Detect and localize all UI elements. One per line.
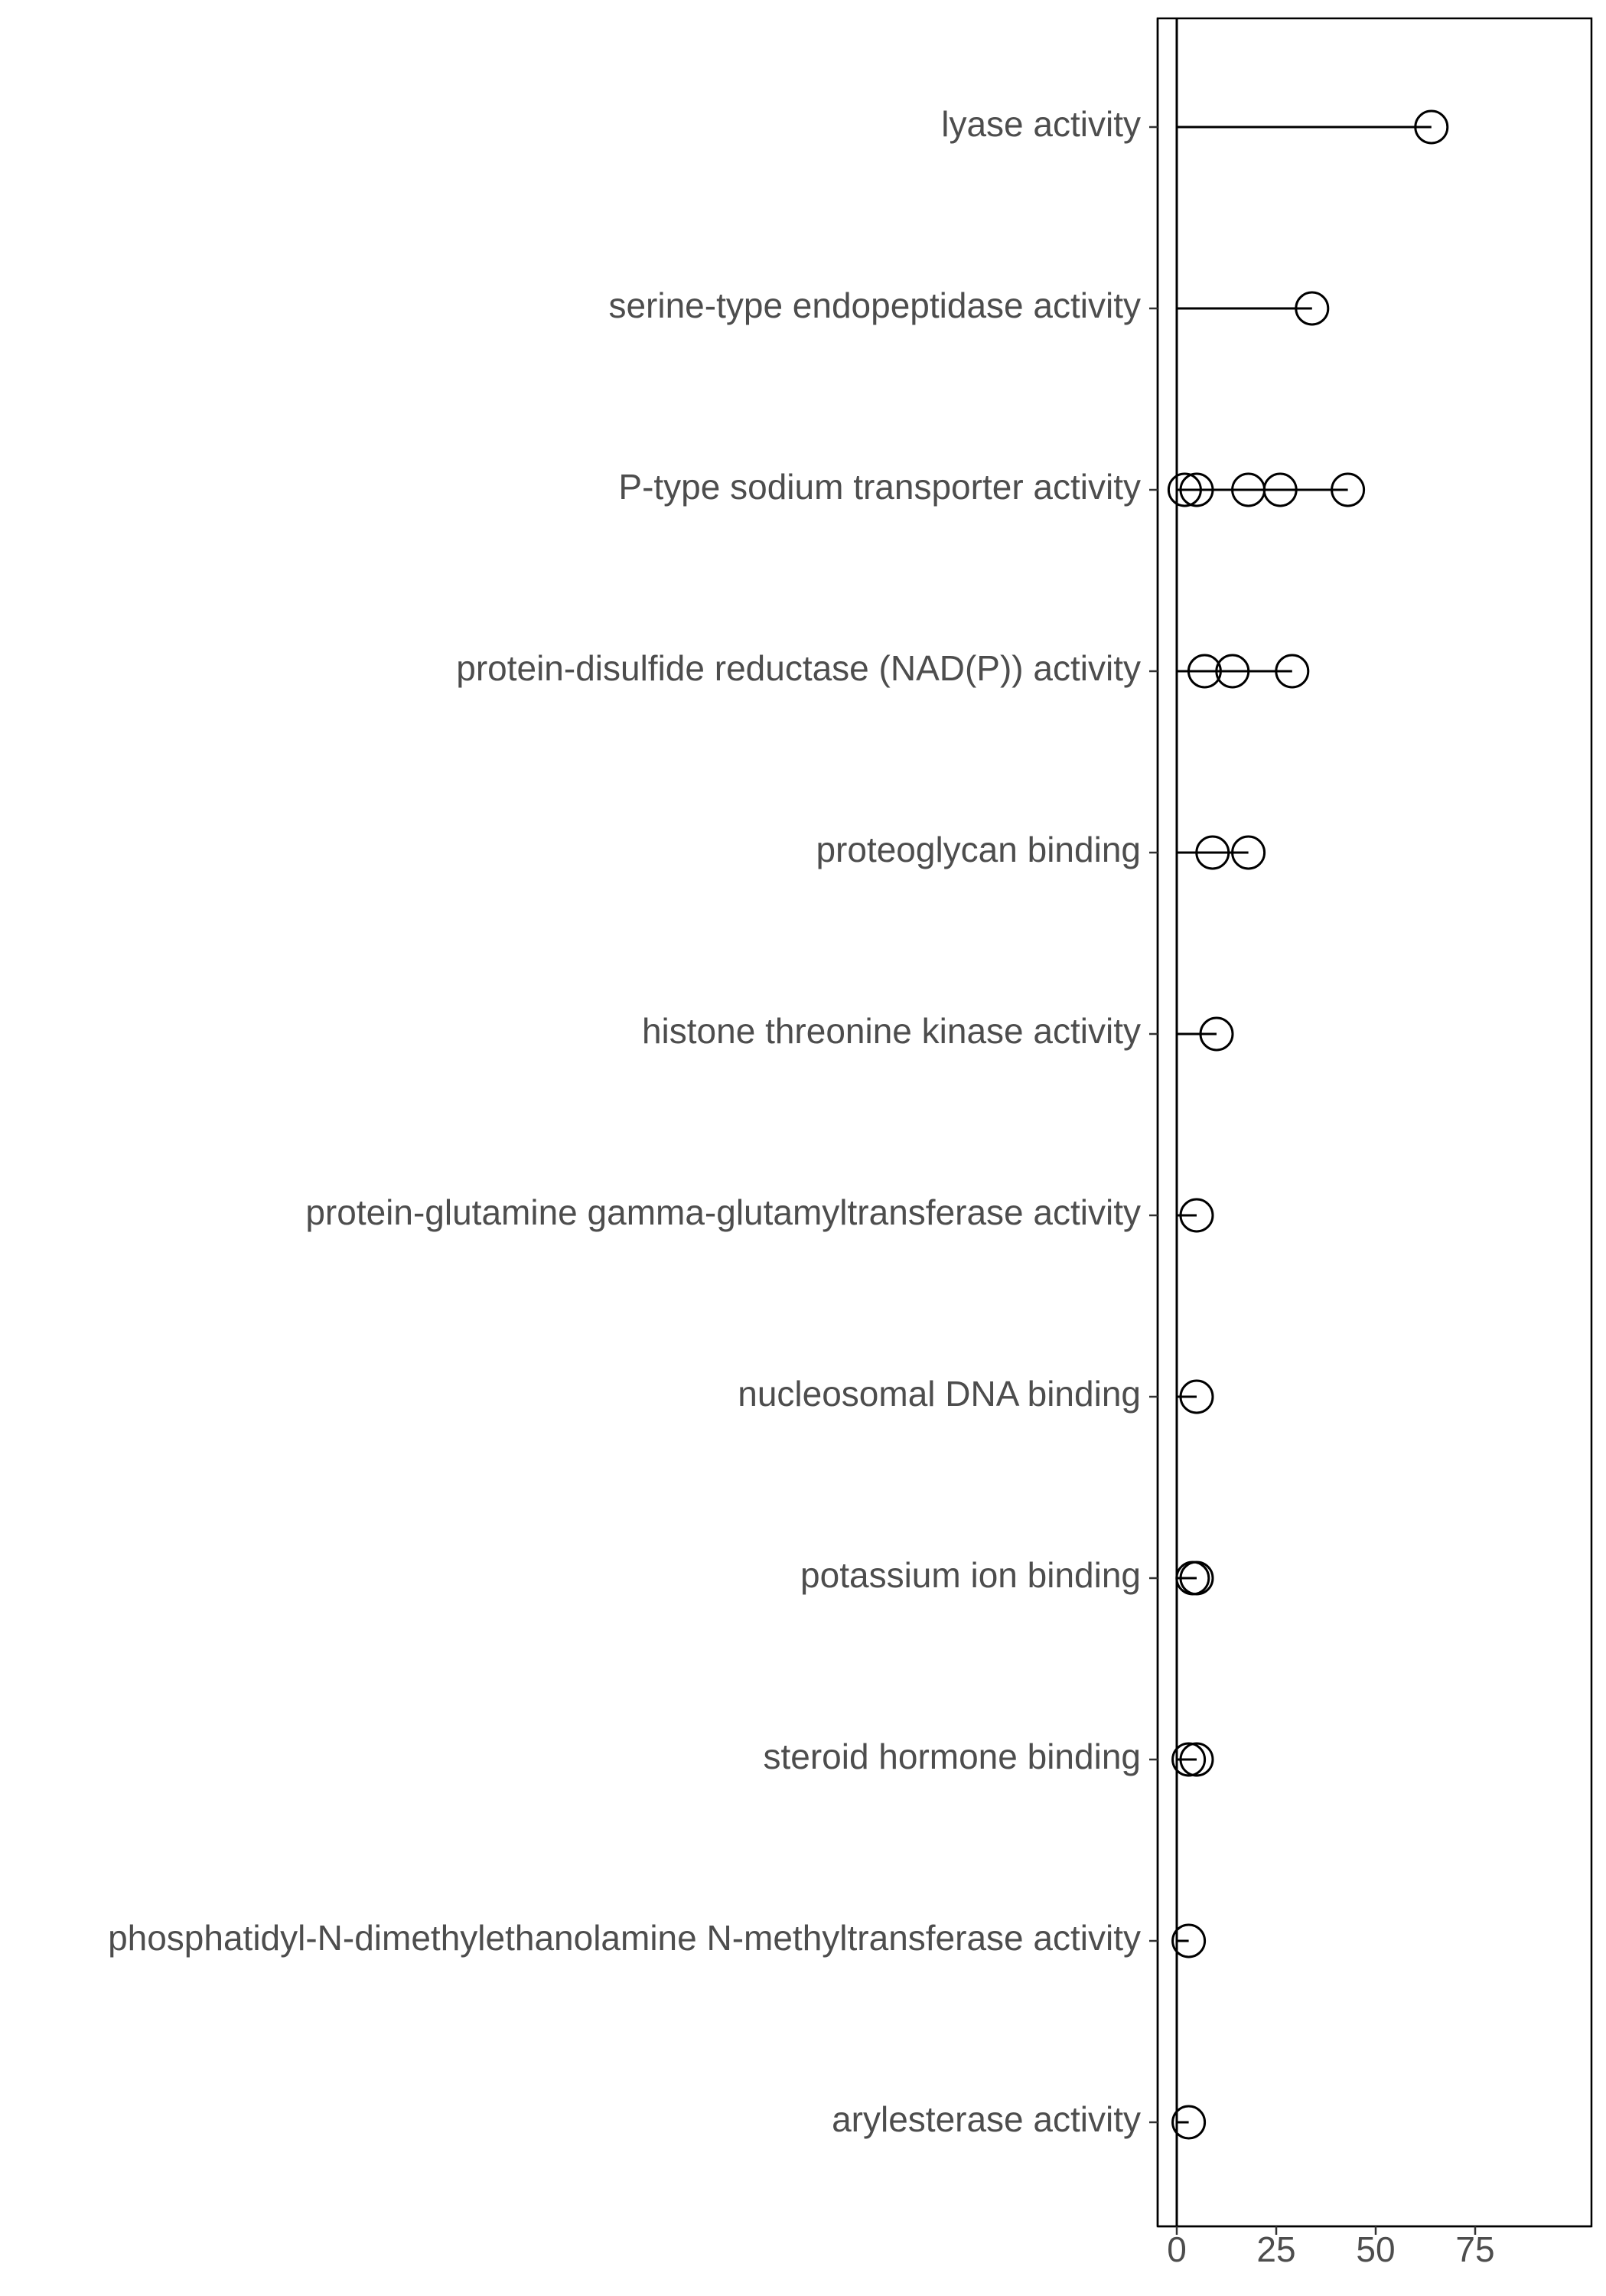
y-tick-label: nucleosomal DNA binding	[738, 1374, 1141, 1414]
data-point	[1275, 654, 1310, 689]
x-tick-label: 0	[1167, 2229, 1187, 2269]
y-tick-label: steroid hormone binding	[763, 1737, 1141, 1776]
data-point	[1195, 835, 1230, 870]
data-point	[1171, 1742, 1207, 1777]
data-point	[1215, 654, 1250, 689]
y-tick-label: arylesterase activity	[832, 2099, 1141, 2139]
data-point	[1179, 1379, 1214, 1414]
y-tick-label: potassium ion binding	[800, 1555, 1141, 1595]
data-point	[1179, 1742, 1214, 1777]
y-tick-label: P-type sodium transporter activity	[618, 467, 1141, 507]
x-tick-label: 75	[1455, 2229, 1494, 2269]
x-tick-label: 50	[1356, 2229, 1395, 2269]
data-point	[1231, 835, 1266, 870]
data-point	[1179, 1198, 1214, 1233]
data-point	[1331, 472, 1366, 507]
y-tick-label: protein-disulfide reductase (NAD(P)) act…	[456, 648, 1141, 688]
y-axis: lyase activity serine-type endopeptidase …	[108, 104, 1158, 2139]
y-tick-label: lyase activity	[941, 104, 1141, 144]
y-tick-label: histone threonine kinase activity	[642, 1011, 1141, 1051]
data-point	[1171, 2105, 1207, 2140]
y-tick-label: phosphatidyl-N-dimethylethanolamine N-me…	[108, 1918, 1141, 1958]
markers	[1167, 109, 1449, 2140]
data-point	[1167, 472, 1202, 507]
y-tick-label: serine-type endopeptidase activity	[608, 285, 1141, 325]
data-point	[1414, 109, 1449, 145]
x-tick-label: 25	[1256, 2229, 1295, 2269]
data-point	[1171, 1923, 1207, 1958]
data-point	[1179, 472, 1214, 507]
stems	[1177, 126, 1432, 2124]
data-point	[1187, 654, 1222, 689]
y-tick-label: protein-glutamine gamma-glutamyltransfer…	[305, 1192, 1141, 1232]
data-point	[1262, 472, 1298, 507]
x-axis: 0 25 50 75	[1167, 2226, 1495, 2269]
data-point	[1295, 291, 1330, 326]
plot-panel	[1156, 17, 1593, 2228]
data-point	[1179, 1561, 1214, 1596]
y-tick-label: proteoglycan binding	[816, 830, 1141, 869]
data-point	[1199, 1016, 1234, 1052]
